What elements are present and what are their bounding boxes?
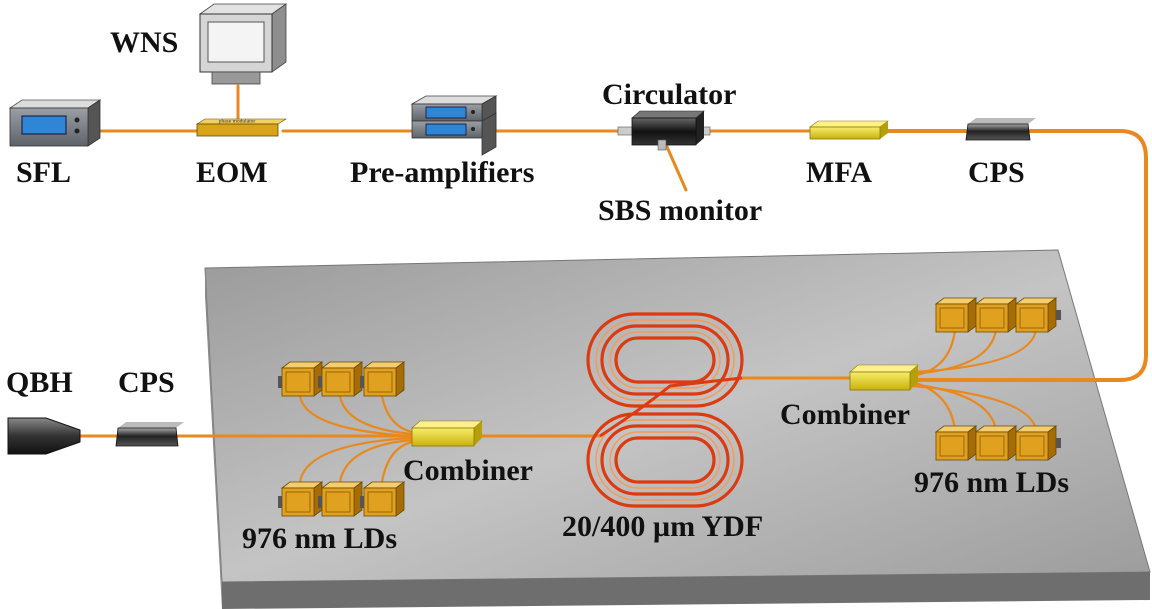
ld-left-top-2 (317, 361, 363, 397)
label-cps-left: CPS (118, 366, 175, 399)
ld-right-bottom-2 (975, 425, 1022, 461)
label-pre-amplifiers: Pre-amplifiers (350, 156, 534, 189)
wns-screen (207, 21, 265, 63)
eom-tag: phase modulator (219, 119, 256, 125)
circulator (617, 110, 711, 151)
sfl-display (21, 115, 67, 135)
label-sfl: SFL (16, 156, 71, 189)
label-lds-left: 976 nm LDs (242, 522, 397, 555)
ld-right-top-3 (1015, 297, 1062, 333)
wns-signal-source (198, 3, 288, 85)
top-fiber-line (96, 84, 1148, 382)
plate-fiber-line (78, 376, 854, 438)
label-mfa: MFA (806, 156, 872, 189)
ydf-fiber-coil (586, 312, 744, 508)
sfl-laser-unit (8, 99, 102, 147)
pre-amplifier-stack (410, 95, 498, 156)
label-sbs-monitor: SBS monitor (598, 194, 762, 227)
eom-modulator: phase modulator (195, 119, 288, 137)
ld-right-bottom-1 (935, 425, 982, 461)
label-wns: WNS (110, 26, 178, 59)
ld-left-top-1 (277, 361, 323, 397)
cps-left-stripper (115, 422, 184, 447)
ld-left-bottom-3 (359, 481, 405, 517)
label-qbh: QBH (6, 366, 73, 399)
qbh-output-head (7, 417, 81, 455)
left-combiner (411, 420, 483, 447)
ld-right-bottom-3 (1015, 425, 1062, 461)
label-combiner-left: Combiner (403, 454, 533, 487)
label-eom: EOM (196, 156, 268, 189)
breadboard-plate (204, 249, 1151, 609)
cps-top-stripper (965, 118, 1036, 141)
ld-left-top-3 (359, 361, 405, 397)
left-pump-fibers (298, 394, 414, 484)
ld-left-bottom-1 (277, 481, 323, 517)
label-ydf: 20/400 µm YDF (562, 510, 763, 543)
ld-right-top-1 (935, 297, 982, 333)
label-lds-right: 976 nm LDs (914, 466, 1069, 499)
right-pump-fibers (910, 328, 1038, 432)
label-combiner-right: Combiner (780, 398, 910, 431)
mfa-amplifier (809, 120, 889, 140)
ld-right-top-2 (975, 297, 1022, 333)
label-circulator: Circulator (602, 78, 736, 111)
label-cps-top: CPS (968, 156, 1025, 189)
right-combiner (849, 364, 919, 391)
ld-left-bottom-2 (317, 481, 363, 517)
